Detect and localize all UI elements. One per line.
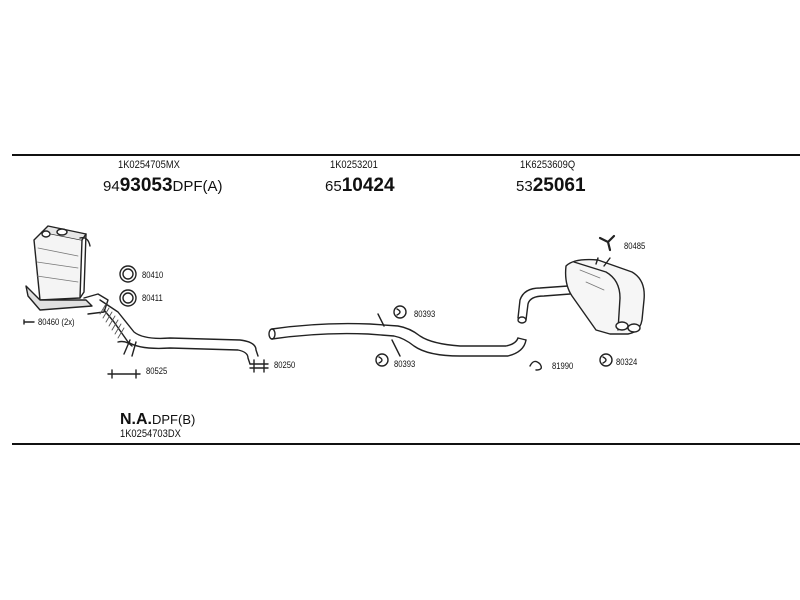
bolt-drawing [23, 319, 35, 325]
label-80411[interactable]: 80411 [142, 293, 163, 303]
oe-number-rear-muffler: 1K6253609Q [520, 159, 576, 171]
label-80525[interactable]: 80525 [146, 366, 168, 376]
label-80460[interactable]: 80460 (2x) [38, 317, 75, 327]
part-number-middle-pipe[interactable]: 6510424 [325, 176, 395, 195]
part-number-main: 93053 [119, 175, 173, 196]
part-number-main: 25061 [532, 175, 586, 196]
part-number-prefix: 65 [325, 178, 342, 195]
label-80324[interactable]: 80324 [616, 357, 638, 367]
label-80410[interactable]: 80410 [142, 270, 164, 280]
bracket-80485-drawing [598, 234, 616, 252]
part-number-rear-muffler[interactable]: 5325061 [516, 176, 586, 195]
gasket-rings [119, 265, 137, 307]
middle-pipe-drawing [268, 313, 527, 357]
front-pipe-drawing [99, 299, 259, 365]
na-oe-number: 1K0254703DX [120, 428, 181, 440]
label-81990[interactable]: 81990 [552, 361, 574, 371]
top-rule [12, 154, 800, 156]
label-80485[interactable]: 80485 [624, 241, 646, 251]
dpf-converter-drawing [25, 225, 109, 315]
part-number-dpf[interactable]: 9493053DPF(A) [103, 176, 223, 195]
oe-number-dpf: 1K0254705MX [118, 159, 180, 171]
hanger-81990-drawing [529, 360, 543, 371]
clamp-80393-lower-drawing [375, 353, 389, 367]
oe-number-middle-pipe: 1K0253201 [330, 159, 378, 171]
na-part-number[interactable]: N.A.DPF(B) [120, 412, 195, 428]
na-suffix: DPF(B) [152, 412, 196, 427]
part-number-suffix: DPF(A) [172, 178, 223, 195]
na-main: N.A. [120, 411, 152, 428]
part-number-prefix: 94 [103, 178, 120, 195]
clamp-80250-drawing [249, 359, 269, 373]
label-80250[interactable]: 80250 [274, 360, 296, 370]
label-80393-lower[interactable]: 80393 [394, 359, 416, 369]
bracket-80525-drawing [107, 369, 141, 379]
label-80393-upper[interactable]: 80393 [414, 309, 436, 319]
part-number-main: 10424 [341, 175, 395, 196]
bottom-rule [12, 443, 800, 445]
clamp-80393-upper-drawing [393, 305, 407, 319]
clamp-80324-drawing [599, 353, 613, 367]
part-number-prefix: 53 [516, 178, 533, 195]
rear-muffler-drawing [517, 257, 645, 335]
